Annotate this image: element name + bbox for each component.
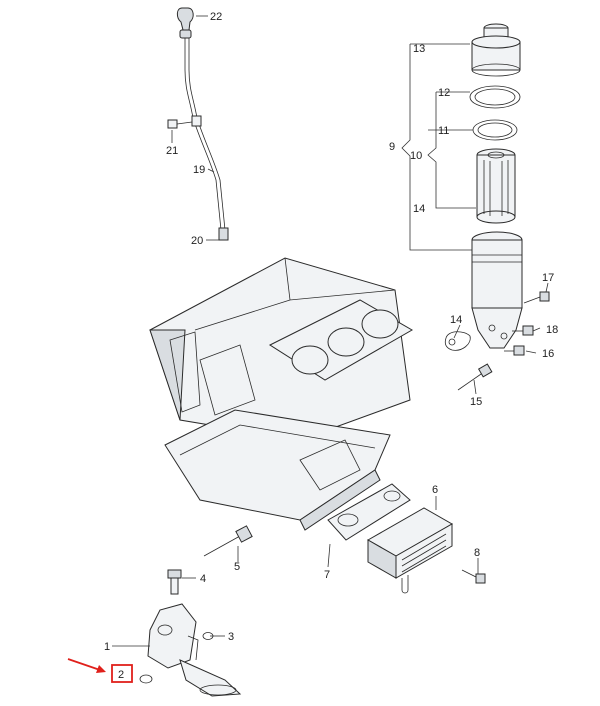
filter-element <box>476 148 516 224</box>
callout-13: 13 <box>413 43 425 55</box>
gasket-7 <box>327 483 411 541</box>
leader-lines <box>112 15 549 647</box>
callout-4: 4 <box>200 573 206 585</box>
callout-12: 12 <box>438 87 450 99</box>
callout-22: 22 <box>210 11 222 23</box>
callout-6: 6 <box>432 484 438 496</box>
callout-bracket-9 <box>401 43 472 251</box>
seal-14 <box>444 331 471 351</box>
callout-18: 18 <box>546 324 558 336</box>
oil-pan <box>164 409 391 531</box>
oil-filter-stack <box>401 23 523 349</box>
bolt-21 <box>167 119 193 129</box>
callout-7: 7 <box>324 569 330 581</box>
cylinder-bore-2 <box>327 327 365 357</box>
bolt-5 <box>203 525 253 557</box>
stud-15 <box>457 363 493 391</box>
oil-cooler-6 <box>366 507 454 594</box>
callout-19: 19 <box>193 164 205 176</box>
highlight-box <box>111 664 133 683</box>
dipstick-clip <box>191 115 202 127</box>
seal-ring-12 <box>469 85 521 109</box>
dipstick-cap <box>179 29 192 39</box>
engine-block <box>149 257 414 441</box>
callout-labels: 22 21 19 20 13 12 11 9 10 14 17 14 18 16… <box>104 11 558 681</box>
callout-5: 5 <box>234 561 240 573</box>
bolt-18 <box>512 325 534 336</box>
o-ring-2 <box>139 674 153 684</box>
callout-2: 2 <box>118 669 124 681</box>
callout-8: 8 <box>474 547 480 559</box>
callout-15: 15 <box>470 396 482 408</box>
oil-pickup-1 <box>147 603 242 697</box>
callout-11: 11 <box>438 125 449 137</box>
bolt-4 <box>167 569 182 595</box>
callout-14-seal: 14 <box>450 314 462 326</box>
bolt-8 <box>461 569 486 584</box>
callout-21: 21 <box>166 145 178 157</box>
callout-10: 10 <box>410 150 422 162</box>
highlight-arrow <box>67 658 106 673</box>
dipstick-assembly <box>167 7 229 241</box>
callout-bracket-10 <box>427 91 476 209</box>
bolt-17 <box>523 291 550 304</box>
callout-3: 3 <box>228 631 234 643</box>
callout-20: 20 <box>191 235 203 247</box>
dipstick-handle <box>176 7 194 31</box>
bolt-16 <box>504 345 525 356</box>
filter-cap <box>471 23 521 77</box>
callout-1: 1 <box>104 641 110 653</box>
dipstick-tube-end <box>218 227 229 241</box>
callout-14-filter: 14 <box>413 203 425 215</box>
cylinder-bore-3 <box>361 309 399 339</box>
cylinder-bore-1 <box>291 345 329 375</box>
callout-9: 9 <box>389 141 395 153</box>
callout-16: 16 <box>542 348 554 360</box>
callout-17: 17 <box>542 272 554 284</box>
filter-housing <box>471 231 523 349</box>
seal-ring-11 <box>472 119 518 141</box>
